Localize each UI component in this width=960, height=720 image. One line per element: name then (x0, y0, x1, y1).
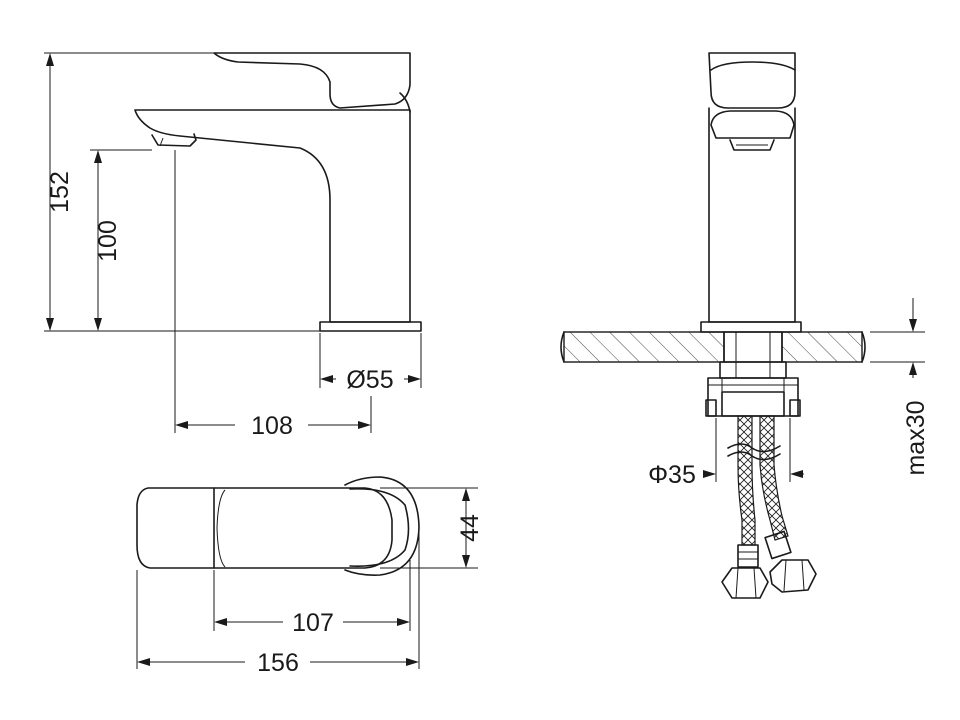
flexible-hoses (721, 415, 817, 599)
side-view: 152 100 Ø55 108 (44, 52, 422, 440)
top-round-body (344, 476, 420, 576)
dim-spout-reach: 108 (251, 412, 293, 440)
countertop-right (781, 331, 863, 363)
dim-body-width: 44 (456, 514, 484, 542)
side-base (319, 321, 422, 332)
hose-nut-right (769, 559, 817, 593)
front-view: Φ35 max30 (560, 52, 930, 599)
front-aerator (729, 139, 775, 151)
dim-shank-diameter: Φ35 (648, 461, 696, 489)
front-lever (708, 52, 796, 109)
countertop-left (563, 331, 725, 363)
dim-max-deck-thickness: max30 (902, 400, 930, 475)
dim-spout-height: 100 (94, 220, 122, 262)
dim-base-diameter: Ø55 (346, 366, 393, 394)
hose-nut-left (721, 567, 769, 599)
side-aerator (151, 133, 197, 147)
side-spout-body (134, 109, 411, 323)
dim-handle-length: 107 (292, 609, 334, 637)
front-body (708, 107, 796, 323)
top-lever (136, 487, 393, 569)
dim-overall-length: 156 (257, 649, 299, 677)
top-view: 44 107 156 (136, 476, 484, 677)
side-lever (213, 52, 411, 109)
dim-overall-height: 152 (46, 171, 74, 213)
